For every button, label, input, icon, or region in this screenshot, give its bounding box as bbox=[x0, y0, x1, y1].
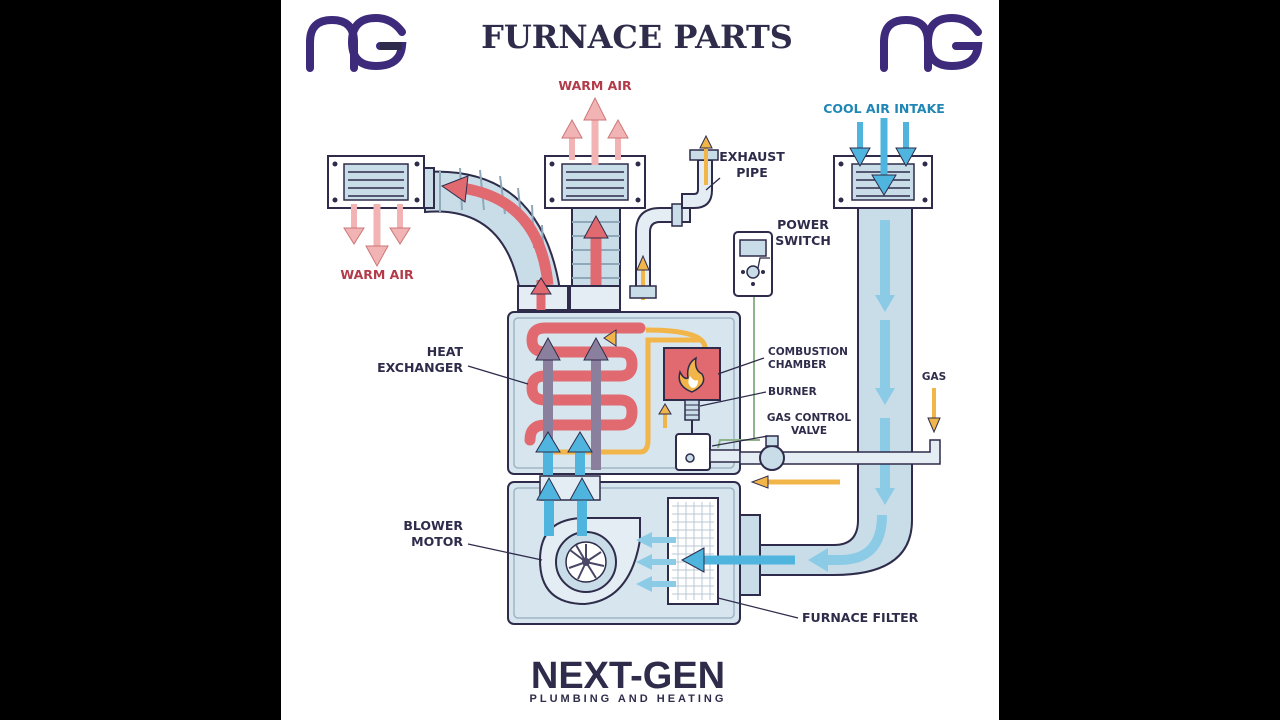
flex-duct bbox=[424, 167, 562, 294]
blower-motor bbox=[538, 517, 641, 606]
label-warm-air-top: WARM AIR bbox=[558, 78, 632, 93]
label-gas-control-valve-line1: GAS CONTROL bbox=[767, 412, 852, 424]
label-heat-exchanger-line1: HEAT bbox=[427, 344, 464, 359]
label-power-switch-line1: POWER bbox=[777, 217, 829, 232]
warm-air-arrows-top bbox=[561, 96, 629, 165]
heat-exchanger-coil bbox=[524, 322, 708, 480]
brand-name: NEXT-GEN bbox=[531, 655, 725, 697]
brand-tagline: PLUMBING AND HEATING bbox=[530, 693, 727, 705]
label-blower-motor-line2: MOTOR bbox=[411, 534, 463, 549]
label-blower-motor-line1: BLOWER bbox=[403, 518, 463, 533]
label-warm-air-left: WARM AIR bbox=[340, 267, 414, 282]
label-combustion-chamber-line1: COMBUSTION bbox=[768, 346, 848, 358]
burner bbox=[684, 399, 700, 421]
label-burner: BURNER bbox=[768, 386, 817, 398]
warm-air-arrows-left bbox=[343, 204, 411, 268]
blower-airflow-arrows bbox=[536, 476, 795, 592]
collar-center bbox=[569, 285, 621, 311]
power-switch bbox=[722, 231, 773, 441]
label-power-switch-line2: SWITCH bbox=[775, 233, 831, 248]
label-exhaust-pipe-line2: PIPE bbox=[736, 165, 768, 180]
warm-air-grille-left bbox=[327, 155, 435, 209]
page-title: FURNACE PARTS bbox=[481, 18, 793, 56]
label-heat-exchanger-line2: EXCHANGER bbox=[377, 360, 463, 375]
label-furnace-filter: FURNACE FILTER bbox=[802, 610, 919, 625]
cool-air-arrows bbox=[849, 118, 917, 196]
exhaust-pipe bbox=[629, 134, 719, 300]
gas-line bbox=[717, 388, 941, 489]
gas-control-valve bbox=[675, 420, 741, 471]
leader-lines bbox=[467, 177, 799, 619]
furnace-filter bbox=[667, 497, 719, 605]
logo-right bbox=[880, 13, 983, 72]
logo-left bbox=[306, 13, 407, 72]
label-combustion-chamber-line2: CHAMBER bbox=[768, 359, 826, 371]
label-gas: GAS bbox=[922, 371, 946, 383]
combustion-chamber bbox=[663, 347, 721, 401]
label-exhaust-pipe-line1: EXHAUST bbox=[719, 149, 785, 164]
label-cool-air-intake: COOL AIR INTAKE bbox=[823, 101, 945, 116]
label-gas-control-valve-line2: VALVE bbox=[791, 425, 827, 437]
